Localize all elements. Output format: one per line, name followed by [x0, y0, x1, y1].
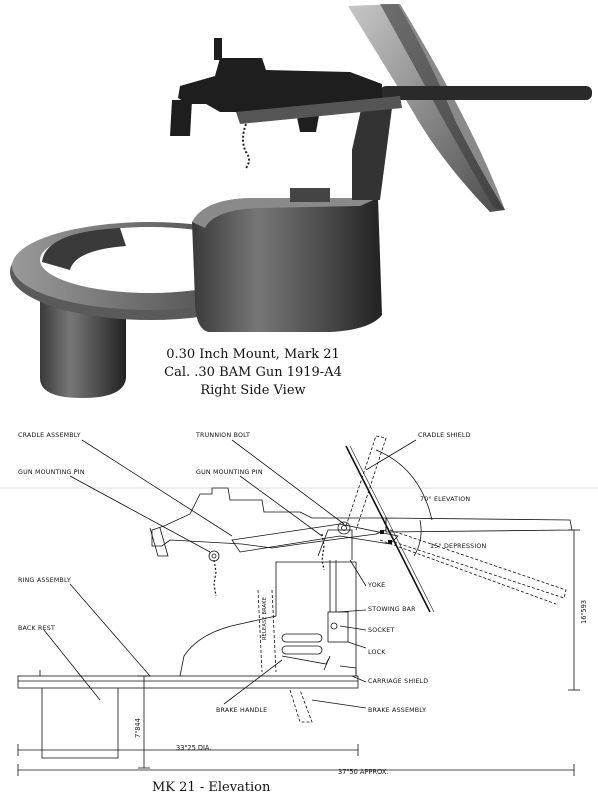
- gun-receiver-photo: [178, 58, 382, 132]
- carriage-shield-edge: [192, 198, 378, 228]
- label-cradle-shield: CRADLE SHIELD: [418, 432, 471, 439]
- brake-handle-drawing: [281, 655, 331, 671]
- label-elevation: 70° ELEVATION: [420, 495, 470, 503]
- caption-line-1: 0.30 Inch Mount, Mark 21: [166, 347, 340, 362]
- label-stowing-bar: STOWING BAR: [368, 606, 416, 613]
- cradle-arm-photo: [236, 96, 402, 124]
- gun-barrel-drawing: [385, 517, 573, 533]
- stowing-bracket: [290, 188, 330, 202]
- cradle-shield-shadow: [380, 4, 505, 210]
- pedestal: [40, 300, 126, 398]
- label-carriage-shield: CARRIAGE SHIELD: [368, 678, 428, 685]
- label-release-brake: RELEASE BRAKE: [262, 597, 268, 640]
- label-gun-mounting-pin-left: GUN MOUNTING PIN: [18, 469, 85, 476]
- label-brake-assembly: BRAKE ASSEMBLY: [368, 707, 426, 714]
- ring-inner-wall: [42, 228, 126, 270]
- label-socket: SOCKET: [368, 627, 395, 634]
- cradle-drawing: [231, 523, 399, 553]
- cradle-shield-drawing: [345, 445, 431, 613]
- dim-overall: 37"50 APPROX.: [338, 768, 388, 776]
- caption-line-3: Right Side View: [200, 383, 306, 398]
- elevation-drawing: CRADLE ASSEMBLY TRUNNION BOLT CRADLE SHI…: [0, 432, 598, 776]
- drawing-title: MK 21 - Elevation: [152, 780, 271, 795]
- label-cradle-assembly: CRADLE ASSEMBLY: [18, 432, 81, 439]
- gun-grip-drawing: [149, 527, 169, 557]
- label-brake-handle: BRAKE HANDLE: [216, 707, 267, 714]
- photo-caption: 0.30 Inch Mount, Mark 21 Cal. .30 BAM Gu…: [148, 346, 358, 400]
- chain-photo: [242, 123, 250, 169]
- gun-sight-photo: [214, 38, 222, 60]
- back-rest-drawing: [41, 688, 119, 759]
- label-yoke: YOKE: [367, 582, 385, 589]
- gun-grip-photo: [170, 100, 192, 136]
- carriage-shield-photo: [192, 198, 382, 332]
- caption-line-2: Cal. .30 BAM Gun 1919-A4: [164, 365, 342, 380]
- yoke-photo: [352, 105, 392, 200]
- label-lock: LOCK: [368, 649, 386, 656]
- cradle-shield-photo: [348, 4, 505, 212]
- mount-photograph: [10, 4, 592, 398]
- label-ring-assembly: RING ASSEMBLY: [18, 577, 71, 584]
- label-back-rest: BACK REST: [18, 625, 55, 632]
- ring-base: [17, 675, 359, 689]
- trunnion-bolt-drawing: [337, 521, 351, 535]
- label-depression: 15° DEPRESSION: [430, 542, 487, 550]
- dim-diameter: 33"25 DIA.: [176, 744, 211, 752]
- dim-height-right: 16"593: [580, 600, 588, 624]
- gun-barrel-photo: [380, 86, 592, 100]
- carriage-shield-drawing: [179, 561, 357, 677]
- dim-height-left: 7"844: [134, 718, 142, 738]
- label-gun-mounting-pin-right: GUN MOUNTING PIN: [196, 469, 263, 476]
- label-trunnion-bolt: TRUNNION BOLT: [195, 432, 250, 439]
